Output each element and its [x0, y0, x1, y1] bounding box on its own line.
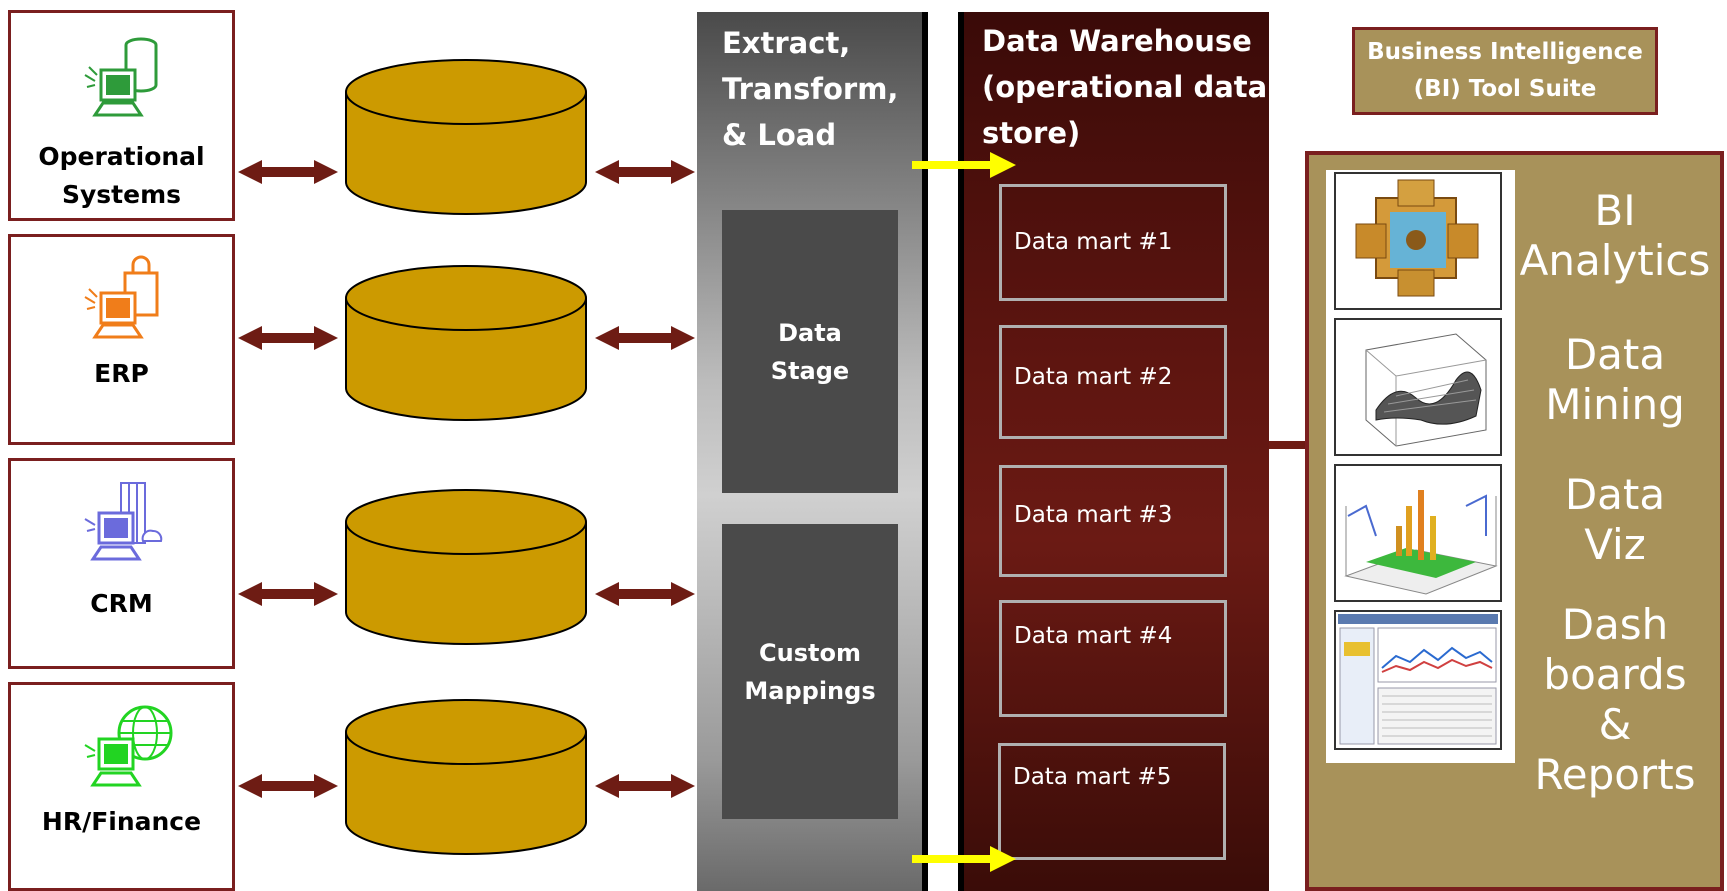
data-mart-box: Data mart #1	[999, 184, 1227, 301]
source-box-crm: CRM	[8, 458, 235, 669]
shopping-computer-icon	[84, 255, 159, 339]
dashboards-reports-label: Dash boards & Reports	[1534, 600, 1696, 799]
data-mart-label: Data mart #5	[1013, 764, 1172, 790]
custom-mappings-box: Custom Mappings	[722, 524, 898, 819]
surface-plot-image	[1334, 318, 1502, 456]
bi-thumbnail-strip	[1326, 170, 1515, 763]
data-viz-label: Data Viz	[1564, 470, 1666, 569]
bi-analytics-label: BI Analytics	[1519, 186, 1711, 285]
data-warehouse-title: Data Warehouse (operational data store)	[982, 24, 1268, 150]
data-mart-box: Data mart #2	[999, 325, 1227, 439]
source-box-erp: ERP	[8, 234, 235, 445]
olap-cube-image	[1334, 172, 1502, 310]
dashboard-screenshot-image	[1334, 610, 1502, 750]
source-label: Operational Systems	[38, 142, 205, 209]
source-box-hr-finance: HR/Finance	[8, 682, 235, 891]
server-computer-icon	[84, 37, 158, 117]
data-mart-label: Data mart #1	[1014, 229, 1173, 255]
globe-computer-icon	[84, 705, 173, 787]
data-stage-box: Data Stage	[722, 210, 898, 493]
data-mart-label: Data mart #3	[1014, 502, 1173, 528]
data-mart-box: Data mart #3	[999, 465, 1227, 577]
etl-title: Extract, Transform, & Load	[722, 26, 899, 152]
data-mart-box: Data mart #4	[999, 600, 1227, 717]
source-label: HR/Finance	[41, 807, 202, 836]
data-mart-label: Data mart #2	[1014, 364, 1173, 390]
etl-to-warehouse-arrow	[912, 846, 1016, 872]
data-mining-label: Data Mining	[1545, 330, 1685, 429]
source-label: ERP	[94, 359, 149, 388]
data-mart-label: Data mart #4	[1014, 623, 1173, 649]
building-computer-icon	[84, 482, 163, 561]
data-mart-box: Data mart #5	[998, 743, 1226, 860]
bi-suite-title: Business Intelligence (BI) Tool Suite	[1352, 27, 1658, 115]
3d-bar-chart-image	[1334, 464, 1502, 602]
source-label: CRM	[90, 589, 153, 618]
etl-to-warehouse-arrow	[912, 152, 1016, 178]
source-box-operational: Operational Systems	[8, 10, 235, 221]
